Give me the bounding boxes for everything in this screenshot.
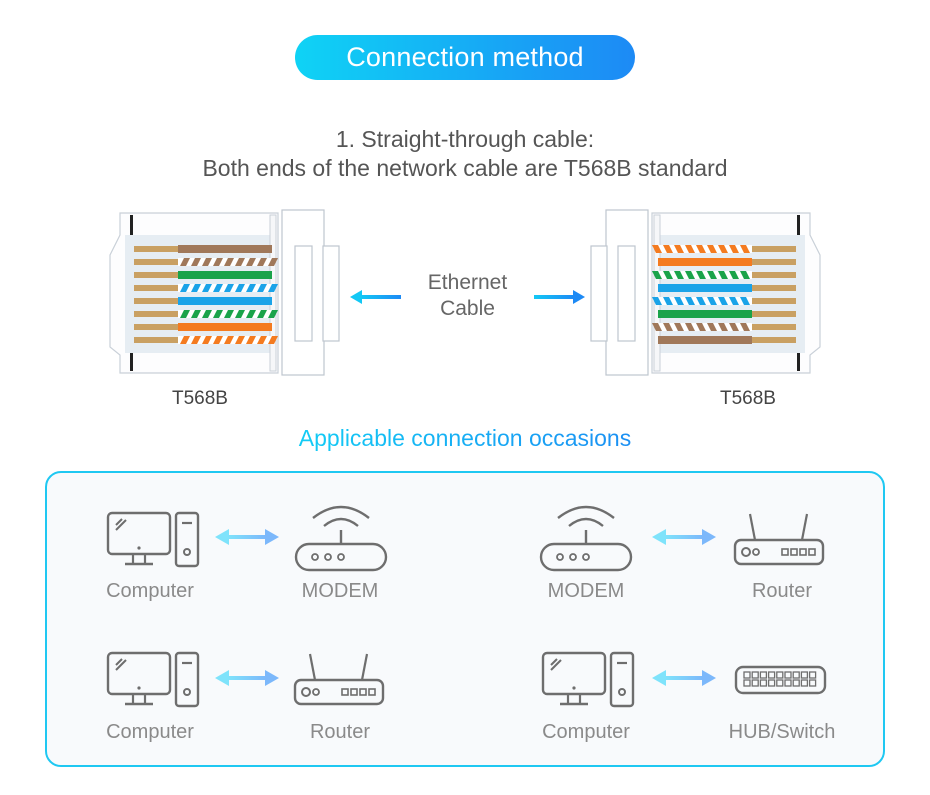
- wire-orange: [134, 323, 272, 331]
- left-standard-label: T568B: [172, 388, 228, 409]
- device-label: HUB/Switch: [728, 721, 836, 743]
- wire-green: [134, 271, 272, 279]
- wire-brown: [134, 245, 272, 253]
- device-label: MODEM: [547, 580, 625, 602]
- bidirectional-arrow-icon: [215, 527, 279, 552]
- left-rj45-connector: [100, 205, 350, 380]
- computer-icon: [540, 650, 635, 708]
- wire-white-brown: [134, 258, 278, 266]
- device-label: Router: [751, 580, 813, 602]
- router-icon: [732, 512, 827, 568]
- occasions-panel: [45, 471, 885, 767]
- modem-icon: [293, 500, 388, 572]
- right-standard-label: T568B: [720, 388, 776, 409]
- left-arrow-icon: [350, 287, 402, 312]
- wire-orange: [658, 258, 796, 266]
- right-rj45-connector: [580, 205, 830, 380]
- computer-icon: [105, 510, 200, 568]
- wire-white-blue: [652, 297, 796, 305]
- wire-white-blue: [134, 284, 278, 292]
- wire-brown: [658, 336, 796, 344]
- device-label: Computer: [106, 721, 194, 743]
- ethernet-cable-line1: Ethernet: [427, 271, 508, 294]
- bidirectional-arrow-icon: [652, 527, 716, 552]
- ethernet-cable-label: Ethernet Cable: [400, 270, 535, 322]
- wire-white-orange: [134, 336, 278, 344]
- device-label: Computer: [106, 580, 194, 602]
- switch-icon: [733, 664, 828, 696]
- wire-blue: [134, 297, 272, 305]
- wire-white-brown: [652, 323, 796, 331]
- wire-blue: [658, 284, 796, 292]
- connection-method-title: Connection method: [295, 35, 635, 80]
- device-label: Computer: [542, 721, 630, 743]
- wire-green: [658, 310, 796, 318]
- right-arrow-icon: [533, 287, 585, 312]
- bidirectional-arrow-icon: [215, 668, 279, 693]
- device-label: MODEM: [301, 580, 379, 602]
- device-label: Router: [309, 721, 371, 743]
- router-icon: [292, 652, 387, 708]
- t568b-description: Both ends of the network cable are T568B…: [202, 155, 728, 181]
- wire-white-orange: [652, 245, 796, 253]
- bidirectional-arrow-icon: [652, 668, 716, 693]
- computer-icon: [105, 650, 200, 708]
- applicable-occasions-heading: Applicable connection occasions: [0, 425, 930, 452]
- wire-white-green: [652, 271, 796, 279]
- ethernet-cable-line2: Cable: [440, 297, 495, 320]
- wire-white-green: [134, 310, 278, 318]
- modem-icon: [538, 500, 633, 572]
- straight-through-heading: 1. Straight-through cable:: [335, 126, 595, 152]
